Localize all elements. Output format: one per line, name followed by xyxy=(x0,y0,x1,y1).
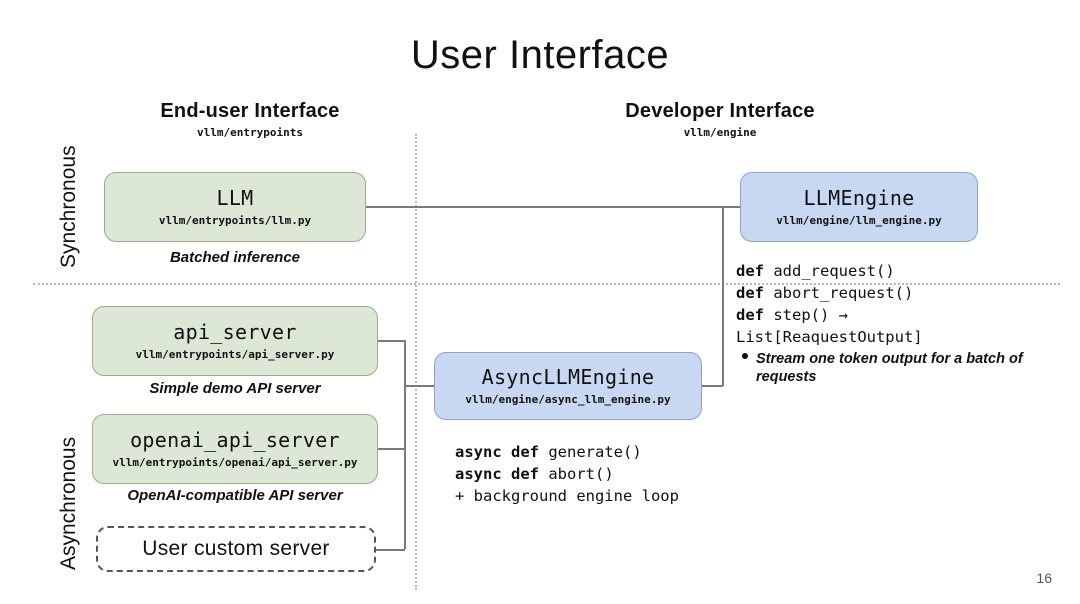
method-line: async def generate() xyxy=(455,441,755,463)
node-api-server[interactable]: api_server vllm/entrypoints/api_server.p… xyxy=(92,306,378,376)
node-llm-engine-title: LLMEngine xyxy=(803,185,915,210)
connector-openai-to-bus xyxy=(378,448,405,450)
method-line: def abort_request() xyxy=(736,282,1066,304)
node-llm-caption: Batched inference xyxy=(169,249,301,266)
node-async-llm-engine-path: vllm/engine/async_llm_engine.py xyxy=(465,392,671,406)
node-api-server-path: vllm/entrypoints/api_server.py xyxy=(135,347,335,361)
divider-horizontal xyxy=(33,283,1060,285)
method-line: + background engine loop xyxy=(455,485,755,507)
method-signature: add_request() xyxy=(764,262,895,280)
method-line: async def abort() xyxy=(455,463,755,485)
method-line: List[ReaquestOutput] xyxy=(736,326,1066,348)
method-signature: abort_request() xyxy=(764,284,914,302)
method-line: def add_request() xyxy=(736,260,1066,282)
node-llm[interactable]: LLM vllm/entrypoints/llm.py xyxy=(104,172,366,242)
node-api-server-caption: Simple demo API server xyxy=(149,380,321,397)
connector-custom-to-bus xyxy=(376,549,405,551)
node-llm-title: LLM xyxy=(216,185,254,210)
method-keyword: async def xyxy=(455,443,539,461)
node-user-custom-server[interactable]: User custom server xyxy=(96,526,376,572)
node-openai-api-server[interactable]: openai_api_server vllm/entrypoints/opena… xyxy=(92,414,378,484)
bullet-dot-icon xyxy=(742,353,748,359)
methods-list-async-llm-engine: async def generate() async def abort() +… xyxy=(455,441,755,507)
method-keyword: def xyxy=(736,284,764,302)
column-header-developer-title: Developer Interface xyxy=(625,100,815,122)
connector-vertical-left-bus xyxy=(404,340,406,549)
row-label-asynchronous: Asynchronous xyxy=(57,436,80,570)
method-signature: List[ReaquestOutput] xyxy=(736,328,923,346)
method-keyword: def xyxy=(736,262,764,280)
methods-list-llm-engine: def add_request() def abort_request() de… xyxy=(736,260,1066,386)
method-line: def step() → xyxy=(736,304,1066,326)
node-openai-api-server-title: openai_api_server xyxy=(130,427,340,452)
connector-bus-to-asyncengine xyxy=(404,385,436,387)
method-signature: step() → xyxy=(764,306,848,324)
node-user-custom-server-title: User custom server xyxy=(142,536,330,560)
method-signature: + background engine loop xyxy=(455,487,679,505)
connector-api-server-to-bus xyxy=(378,340,405,342)
node-llm-engine[interactable]: LLMEngine vllm/engine/llm_engine.py xyxy=(740,172,978,242)
node-async-llm-engine-title: AsyncLLMEngine xyxy=(481,364,655,389)
method-keyword: def xyxy=(736,306,764,324)
column-header-end-user-title: End-user Interface xyxy=(160,100,340,122)
column-header-developer-subtitle: vllm/engine xyxy=(683,126,757,139)
column-header-end-user-subtitle: vllm/entrypoints xyxy=(197,126,303,139)
method-signature: abort() xyxy=(539,465,614,483)
divider-vertical xyxy=(415,134,417,590)
connector-into-llmengine xyxy=(722,206,741,208)
column-header-end-user: End-user Interface vllm/entrypoints xyxy=(110,100,390,139)
method-signature: generate() xyxy=(539,443,642,461)
method-bullet-text: Stream one token output for a batch of r… xyxy=(756,351,1023,386)
connector-vertical-right-bus xyxy=(722,206,724,386)
column-header-developer: Developer Interface vllm/engine xyxy=(580,100,860,139)
node-llm-engine-path: vllm/engine/llm_engine.py xyxy=(776,213,942,227)
page-number: 16 xyxy=(1036,570,1052,586)
node-openai-api-server-path: vllm/entrypoints/openai/api_server.py xyxy=(112,455,358,469)
node-api-server-title: api_server xyxy=(173,319,297,344)
method-bullet-item: Stream one token output for a batch of r… xyxy=(736,350,1066,386)
page-title: User Interface xyxy=(410,33,670,77)
node-llm-path: vllm/entrypoints/llm.py xyxy=(158,213,312,227)
connector-llm-to-llmengine xyxy=(366,206,723,208)
row-label-synchronous: Synchronous xyxy=(57,145,80,268)
node-openai-api-server-caption: OpenAI-compatible API server xyxy=(127,487,343,504)
method-keyword: async def xyxy=(455,465,539,483)
connector-asyncengine-right xyxy=(700,385,723,387)
node-async-llm-engine[interactable]: AsyncLLMEngine vllm/engine/async_llm_eng… xyxy=(434,352,702,420)
